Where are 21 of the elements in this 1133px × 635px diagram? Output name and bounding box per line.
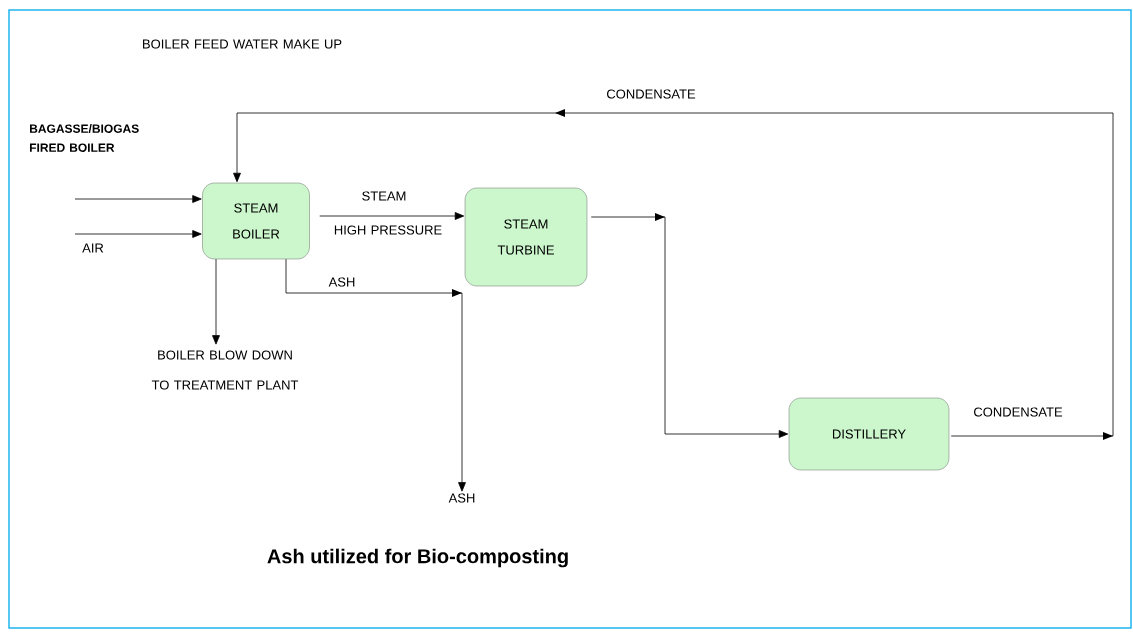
text-label: CONDENSATE (607, 89, 696, 99)
output-label: BOILER BLOW DOWN TO TREATMENT PLANT (151, 350, 299, 390)
arrow (74, 195, 202, 203)
text-label: BOILER FEED WATER MAKE UP (143, 39, 342, 49)
arrow (233, 109, 1114, 440)
caption: Ash utilized for Bio-composting (267, 548, 568, 568)
edge-label: STEAM (360, 190, 408, 202)
text-label: HIGH PRESSURE (334, 225, 442, 235)
edge-label: CONDENSATE (972, 406, 1064, 418)
arrow (285, 258, 466, 492)
process-box: DISTILLERY (788, 397, 950, 471)
arrow (212, 258, 220, 345)
edge-label: BAGASSE/BIOGAS FIRED BOILER (30, 124, 139, 152)
arrow (590, 213, 789, 438)
process-box: STEAM BOILER (202, 182, 310, 260)
output-label: ASH (448, 493, 475, 503)
arrow (74, 230, 202, 238)
edge-label: ASH (327, 276, 357, 288)
edge-label: AIR (81, 242, 105, 254)
process-box: STEAM TURBINE (464, 187, 588, 287)
arrow (319, 212, 465, 220)
